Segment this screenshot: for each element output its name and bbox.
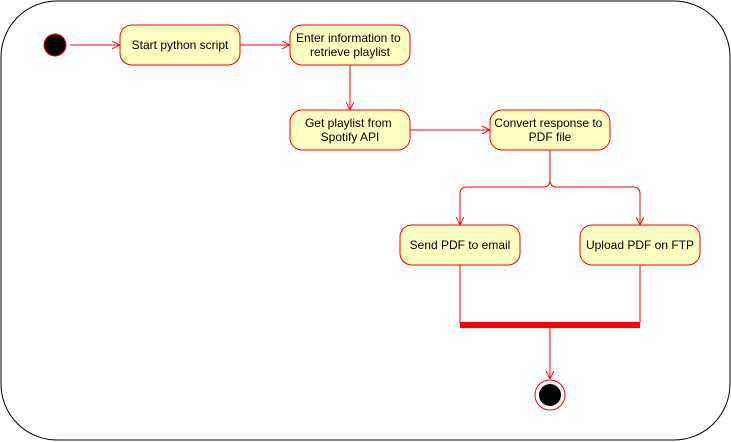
join-bar <box>460 322 640 328</box>
action-label-line: Get playlist from <box>305 116 392 130</box>
action-enter-information: Enter information to retrieve playlist <box>289 24 411 66</box>
action-label-line: PDF file <box>529 130 572 144</box>
action-label: Enter information to retrieve playlist <box>296 31 404 59</box>
action-label-line: Enter information to <box>296 31 401 45</box>
action-start-python-script: Start python script <box>119 24 241 66</box>
action-label: Get playlist from Spotify API <box>305 116 395 144</box>
edge-fork-to-email <box>460 150 551 224</box>
action-get-playlist: Get playlist from Spotify API <box>289 109 411 151</box>
action-convert-response: Convert response to PDF file <box>489 109 611 151</box>
action-box <box>399 224 521 266</box>
action-box <box>289 109 411 151</box>
action-label-line: retrieve playlist <box>310 45 391 59</box>
action-label: Send PDF to email <box>410 238 511 252</box>
start-node <box>43 33 67 57</box>
edge-fork-to-ftp <box>549 179 640 224</box>
action-box <box>579 224 701 266</box>
action-label: Convert response to PDF file <box>494 116 605 144</box>
action-label-line: Send PDF to email <box>410 238 511 252</box>
action-label: Upload PDF on FTP <box>586 238 694 252</box>
edges <box>70 45 640 378</box>
action-box <box>119 24 241 66</box>
action-label-line: Upload PDF on FTP <box>586 238 694 252</box>
end-node-core <box>539 384 561 406</box>
action-label: Start python script <box>132 38 229 52</box>
action-box <box>289 24 411 66</box>
action-label-line: Start python script <box>132 38 229 52</box>
end-node <box>534 379 566 411</box>
action-box <box>489 109 611 151</box>
action-label-line: Convert response to <box>494 116 602 130</box>
action-label-line: Spotify API <box>321 130 380 144</box>
action-send-pdf-to-email: Send PDF to email <box>399 224 521 266</box>
action-upload-pdf-on-ftp: Upload PDF on FTP <box>579 224 701 266</box>
